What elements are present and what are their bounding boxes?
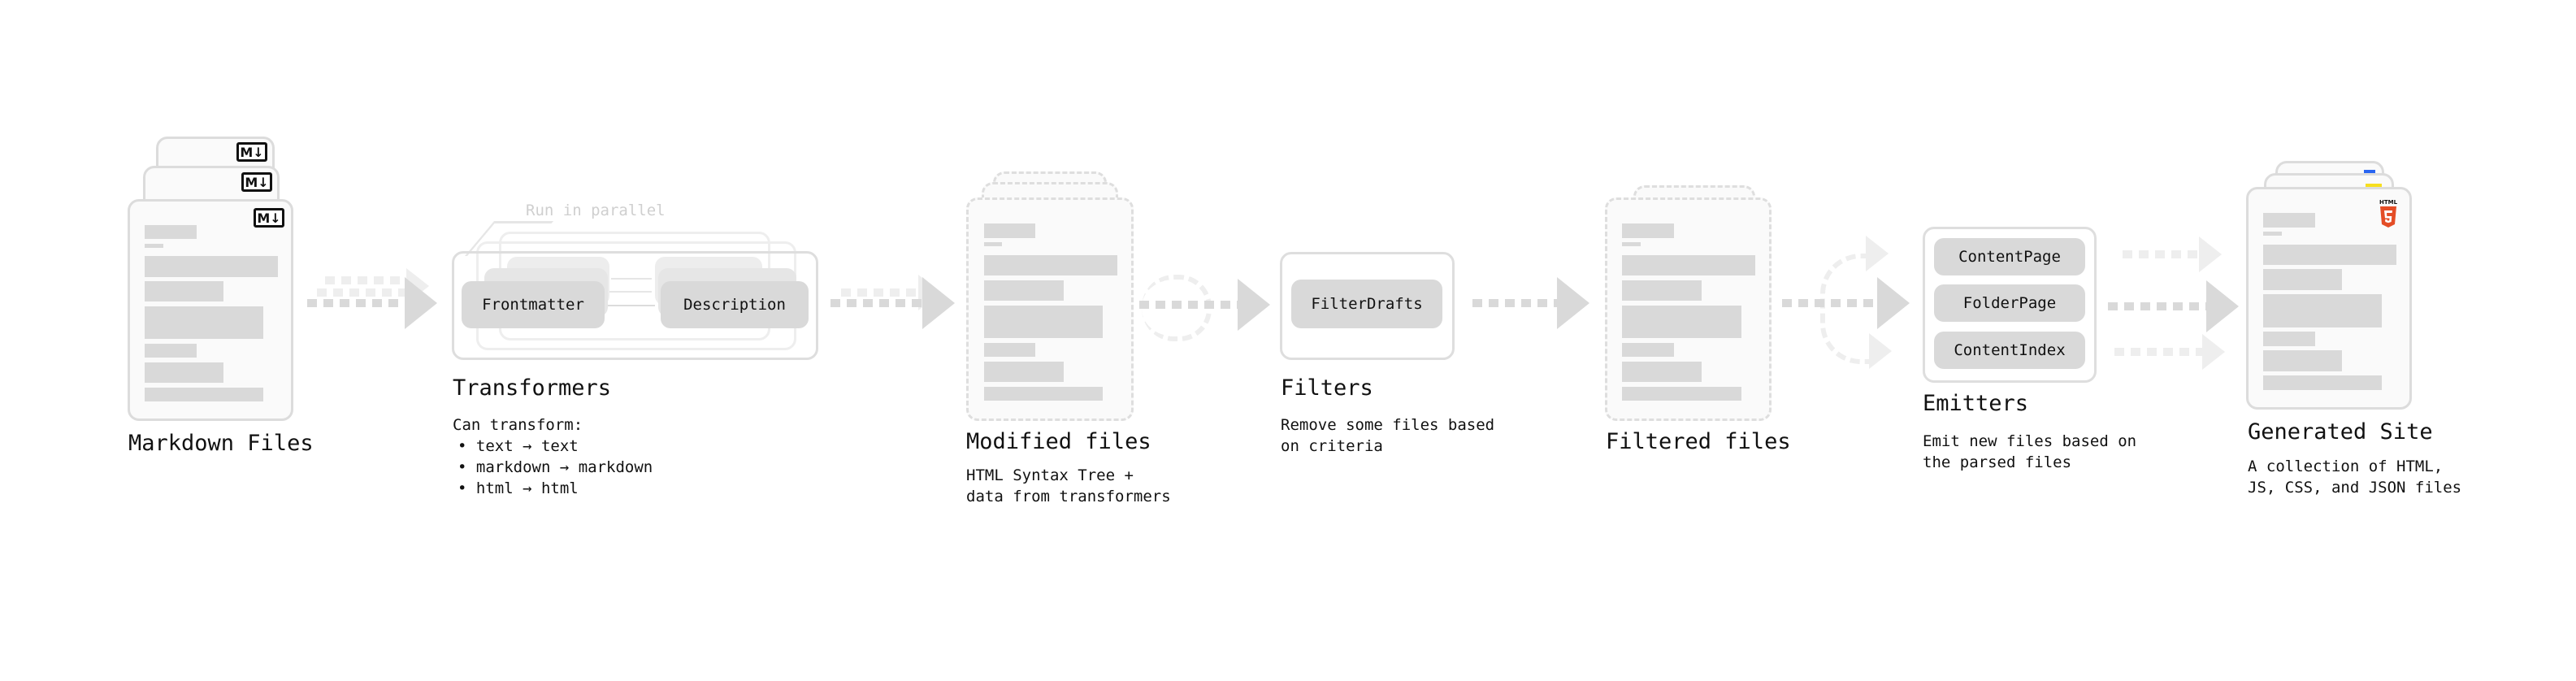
markdown-file-card: M↓	[128, 199, 293, 421]
transformers-desc-item: • html → html	[458, 479, 579, 497]
arrow-head	[1238, 279, 1270, 331]
generated-site-desc: A collection of HTML, JS, CSS, and JSON …	[2248, 458, 2462, 497]
text-placeholder-bar	[983, 305, 1104, 339]
run-in-parallel-label: Run in parallel	[526, 202, 666, 219]
text-placeholder-bar	[983, 254, 1118, 276]
text-placeholder-bar	[2263, 232, 2282, 236]
transformers-desc-heading: Can transform:	[453, 416, 583, 434]
arrow-line	[307, 299, 409, 307]
text-placeholder-bar	[983, 387, 1104, 401]
filtered-files-title: Filtered files	[1606, 429, 1791, 454]
markdown-icon: M↓	[241, 172, 272, 192]
arrow-head	[1557, 277, 1589, 329]
arrow-head	[2199, 236, 2222, 272]
arrow-line	[830, 299, 926, 307]
plugin-contentindex[interactable]: ContentIndex	[1934, 332, 2085, 369]
plugin-contentpage[interactable]: ContentPage	[1934, 238, 2085, 275]
text-placeholder-bar	[1622, 305, 1741, 339]
arrow-line	[841, 288, 922, 297]
chain-arrow	[608, 305, 655, 306]
text-placeholder-bar	[2263, 269, 2343, 290]
text-placeholder-bar	[1622, 280, 1702, 301]
arrow-head	[2202, 334, 2225, 370]
filters-title: Filters	[1281, 375, 1373, 401]
text-placeholder-bar	[2263, 294, 2382, 327]
chain-arrow	[611, 278, 652, 280]
plugin-filterdrafts[interactable]: FilterDrafts	[1291, 280, 1442, 328]
arrow-line	[325, 276, 414, 284]
arrow-head	[1869, 333, 1892, 369]
text-placeholder-bar	[2263, 332, 2315, 346]
text-placeholder-bar	[145, 306, 263, 340]
text-placeholder-bar	[145, 256, 278, 277]
arrow-head	[2206, 280, 2239, 332]
css-icon	[2364, 170, 2375, 173]
text-placeholder-bar	[2263, 244, 2396, 265]
text-placeholder-bar	[1622, 242, 1641, 246]
markdown-icon: M↓	[254, 208, 284, 228]
text-placeholder-bar	[1622, 387, 1741, 401]
text-placeholder-bar	[983, 242, 1003, 246]
text-placeholder-bar	[983, 280, 1064, 301]
markdown-files-title: Markdown Files	[128, 431, 314, 456]
text-placeholder-bar	[2263, 213, 2315, 228]
text-placeholder-bar	[983, 223, 1036, 238]
text-placeholder-bar	[145, 387, 263, 401]
html-file-card: HTML	[2246, 187, 2412, 410]
plugin-frontmatter[interactable]: Frontmatter	[462, 281, 605, 328]
text-placeholder-bar	[145, 281, 224, 302]
text-placeholder-bar	[145, 243, 163, 248]
arrow-head	[922, 277, 955, 329]
text-placeholder-bar	[1622, 223, 1674, 238]
modified-file-card	[966, 197, 1134, 421]
arrow-line	[1472, 299, 1562, 307]
markdown-icon: M↓	[236, 142, 267, 162]
plugin-folderpage[interactable]: FolderPage	[1934, 284, 2085, 322]
arrow-line	[2123, 250, 2204, 258]
transformers-box	[452, 251, 818, 360]
arrow-line	[1782, 299, 1880, 307]
filters-desc: Remove some files based on criteria	[1281, 416, 1495, 455]
text-placeholder-bar	[983, 362, 1064, 383]
generated-site-title: Generated Site	[2248, 419, 2433, 445]
text-placeholder-bar	[1622, 343, 1674, 358]
transformers-desc-item: • markdown → markdown	[458, 458, 653, 476]
modified-files-title: Modified files	[966, 429, 1151, 454]
arrow-line	[317, 288, 414, 297]
modified-files-desc: HTML Syntax Tree + data from transformer…	[966, 466, 1171, 505]
arrow-head	[1866, 236, 1889, 271]
text-placeholder-bar	[1622, 362, 1702, 383]
text-placeholder-bar	[145, 343, 197, 358]
transformers-title: Transformers	[453, 375, 612, 401]
text-placeholder-bar	[145, 225, 197, 240]
text-placeholder-bar	[2263, 350, 2343, 371]
text-placeholder-bar	[145, 362, 224, 383]
emitters-title: Emitters	[1923, 391, 2029, 416]
transformers-desc-item: • text → text	[458, 437, 579, 455]
arrow-head	[405, 277, 437, 329]
arrow-branch	[1820, 254, 1874, 364]
arrow-line	[2114, 348, 2204, 356]
plugin-description[interactable]: Description	[661, 281, 809, 328]
text-placeholder-bar	[983, 343, 1036, 358]
arrow-line	[2108, 302, 2210, 310]
emitters-desc: Emit new files based on the parsed files	[1923, 432, 2137, 471]
text-placeholder-bar	[2263, 375, 2382, 390]
text-placeholder-bar	[1622, 254, 1756, 276]
arrow-head	[1877, 277, 1910, 329]
chain-arrow	[609, 291, 652, 293]
filtered-file-card	[1605, 197, 1772, 421]
html5-icon: HTML	[2379, 199, 2398, 232]
arrow-line	[1139, 301, 1241, 309]
